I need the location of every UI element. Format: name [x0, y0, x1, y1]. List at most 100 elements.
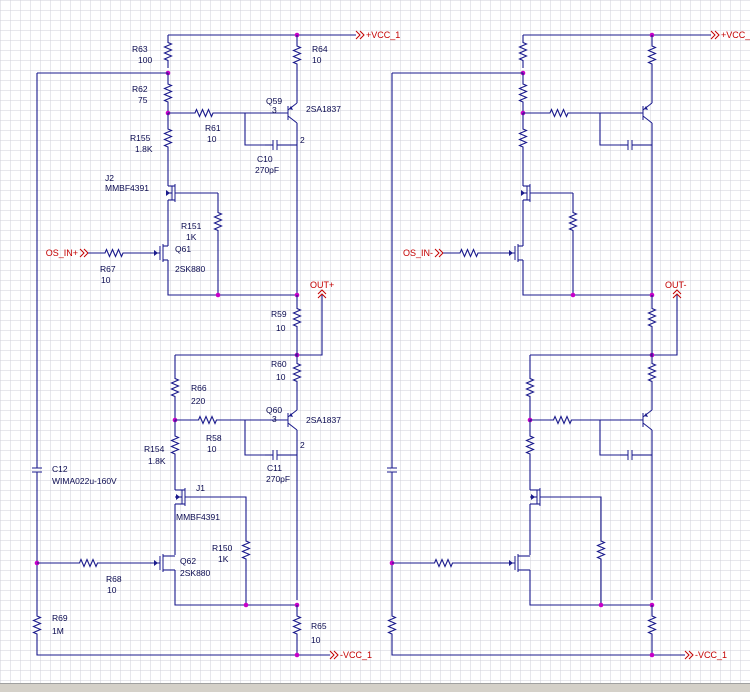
- wire-c10-l: [244, 113, 265, 146]
- ref-Q61: Q61: [175, 244, 191, 254]
- capacitor-C11[interactable]: [620, 450, 640, 460]
- wire-c11-l: [244, 420, 265, 456]
- transistor-Q59[interactable]: [270, 102, 298, 124]
- port-vcc-bottom-label: -VCC_1: [695, 650, 727, 660]
- resistor-R62[interactable]: [518, 73, 528, 113]
- resistor-R154[interactable]: [525, 420, 535, 470]
- port-input-label: OS_IN-: [403, 248, 433, 258]
- wire-j1-gate: [185, 496, 247, 530]
- jfet-Q62[interactable]: [140, 554, 175, 572]
- resistor-R151[interactable]: [213, 193, 223, 250]
- val-C10: 270pF: [255, 165, 279, 175]
- resistor-R59[interactable]: [647, 300, 657, 335]
- transistor-Q60[interactable]: [270, 409, 298, 431]
- capacitor-C11[interactable]: [265, 450, 285, 460]
- port-vcc-top-label: +VCC_1: [366, 30, 400, 40]
- val-R66: 220: [191, 396, 205, 406]
- jfet-Q61[interactable]: [495, 244, 523, 262]
- resistor-R68[interactable]: [392, 558, 495, 568]
- resistor-R60[interactable]: [292, 355, 302, 390]
- resistor-R67[interactable]: [88, 248, 140, 258]
- wire-c10-l: [599, 113, 620, 146]
- val-R62: 75: [138, 95, 148, 105]
- val-R63: 100: [138, 55, 152, 65]
- port-vcc-bottom[interactable]: [329, 650, 339, 660]
- pin-Q59-2: 2: [300, 135, 305, 145]
- junction-dot: [649, 652, 655, 658]
- port-vcc-bottom[interactable]: [684, 650, 694, 660]
- port-vcc-top[interactable]: [710, 30, 720, 40]
- port-output[interactable]: [672, 289, 682, 299]
- port-vcc-top[interactable]: [355, 30, 365, 40]
- part-J2: MMBF4391: [105, 183, 149, 193]
- wire-output: [652, 295, 678, 356]
- resistor-R66[interactable]: [525, 355, 535, 420]
- resistor-R66[interactable]: [170, 355, 180, 420]
- resistor-R63[interactable]: [163, 35, 173, 68]
- part-Q60: 2SA1837: [306, 415, 341, 425]
- val-R69: 1M: [52, 626, 64, 636]
- resistor-R68[interactable]: [37, 558, 140, 568]
- capacitor-C12[interactable]: [32, 450, 42, 490]
- resistor-R155[interactable]: [163, 113, 173, 163]
- capacitor-C12[interactable]: [387, 450, 397, 490]
- resistor-R65[interactable]: [292, 605, 302, 645]
- ref-R60: R60: [271, 359, 287, 369]
- wire-q62-s: [174, 570, 297, 606]
- val-C11: 270pF: [266, 474, 290, 484]
- resistor-R61[interactable]: [523, 108, 595, 118]
- wire-q61-s: [522, 260, 652, 296]
- capacitor-C10[interactable]: [620, 140, 640, 150]
- resistor-R67[interactable]: [443, 248, 495, 258]
- ref-R61: R61: [205, 123, 221, 133]
- ref-R66: R66: [191, 383, 207, 393]
- part-Q62: 2SK880: [180, 568, 211, 578]
- resistor-R151[interactable]: [568, 193, 578, 250]
- resistor-R69[interactable]: [387, 605, 397, 645]
- resistor-R60[interactable]: [647, 355, 657, 390]
- wire-output: [297, 295, 323, 356]
- part-Q59: 2SA1837: [306, 104, 341, 114]
- port-vcc-top-label: +VCC_1: [721, 30, 750, 40]
- resistor-R150[interactable]: [596, 530, 606, 570]
- jfet-Q62[interactable]: [495, 554, 530, 572]
- wire-c11-l: [599, 420, 620, 456]
- ref-R69: R69: [52, 613, 68, 623]
- transistor-Q60[interactable]: [625, 409, 653, 431]
- ref-R154: R154: [144, 444, 165, 454]
- resistor-R58[interactable]: [530, 415, 595, 425]
- ref-C11: C11: [267, 463, 282, 473]
- junction-dot: [570, 292, 576, 298]
- ref-R150: R150: [212, 543, 233, 553]
- val-R65: 10: [311, 635, 321, 645]
- val-R60: 10: [276, 372, 286, 382]
- resistor-R59[interactable]: [292, 300, 302, 335]
- val-R68: 10: [107, 585, 117, 595]
- resistor-R61[interactable]: [168, 108, 240, 118]
- ref-R59: R59: [271, 309, 287, 319]
- resistor-R154[interactable]: [170, 420, 180, 470]
- jfet-Q61[interactable]: [140, 244, 168, 262]
- capacitor-C10[interactable]: [265, 140, 285, 150]
- ref-C12: C12: [52, 464, 68, 474]
- resistor-R62[interactable]: [163, 73, 173, 113]
- wire-q62-s: [529, 570, 652, 606]
- jfet-J2[interactable]: [521, 184, 531, 202]
- resistor-R58[interactable]: [175, 415, 240, 425]
- transistor-Q59[interactable]: [625, 102, 653, 124]
- resistor-R150[interactable]: [241, 530, 251, 570]
- part-J1: MMBF4391: [176, 512, 220, 522]
- resistor-R65[interactable]: [647, 605, 657, 645]
- resistor-R69[interactable]: [32, 605, 42, 645]
- resistor-R63[interactable]: [518, 35, 528, 68]
- val-R150: 1K: [218, 554, 229, 564]
- resistor-R155[interactable]: [518, 113, 528, 163]
- resistor-R64[interactable]: [292, 35, 302, 75]
- ref-R58: R58: [206, 433, 222, 443]
- ref-Q60: Q60: [266, 405, 282, 415]
- resistor-R64[interactable]: [647, 35, 657, 75]
- port-output[interactable]: [317, 289, 327, 299]
- junction-dot: [215, 292, 221, 298]
